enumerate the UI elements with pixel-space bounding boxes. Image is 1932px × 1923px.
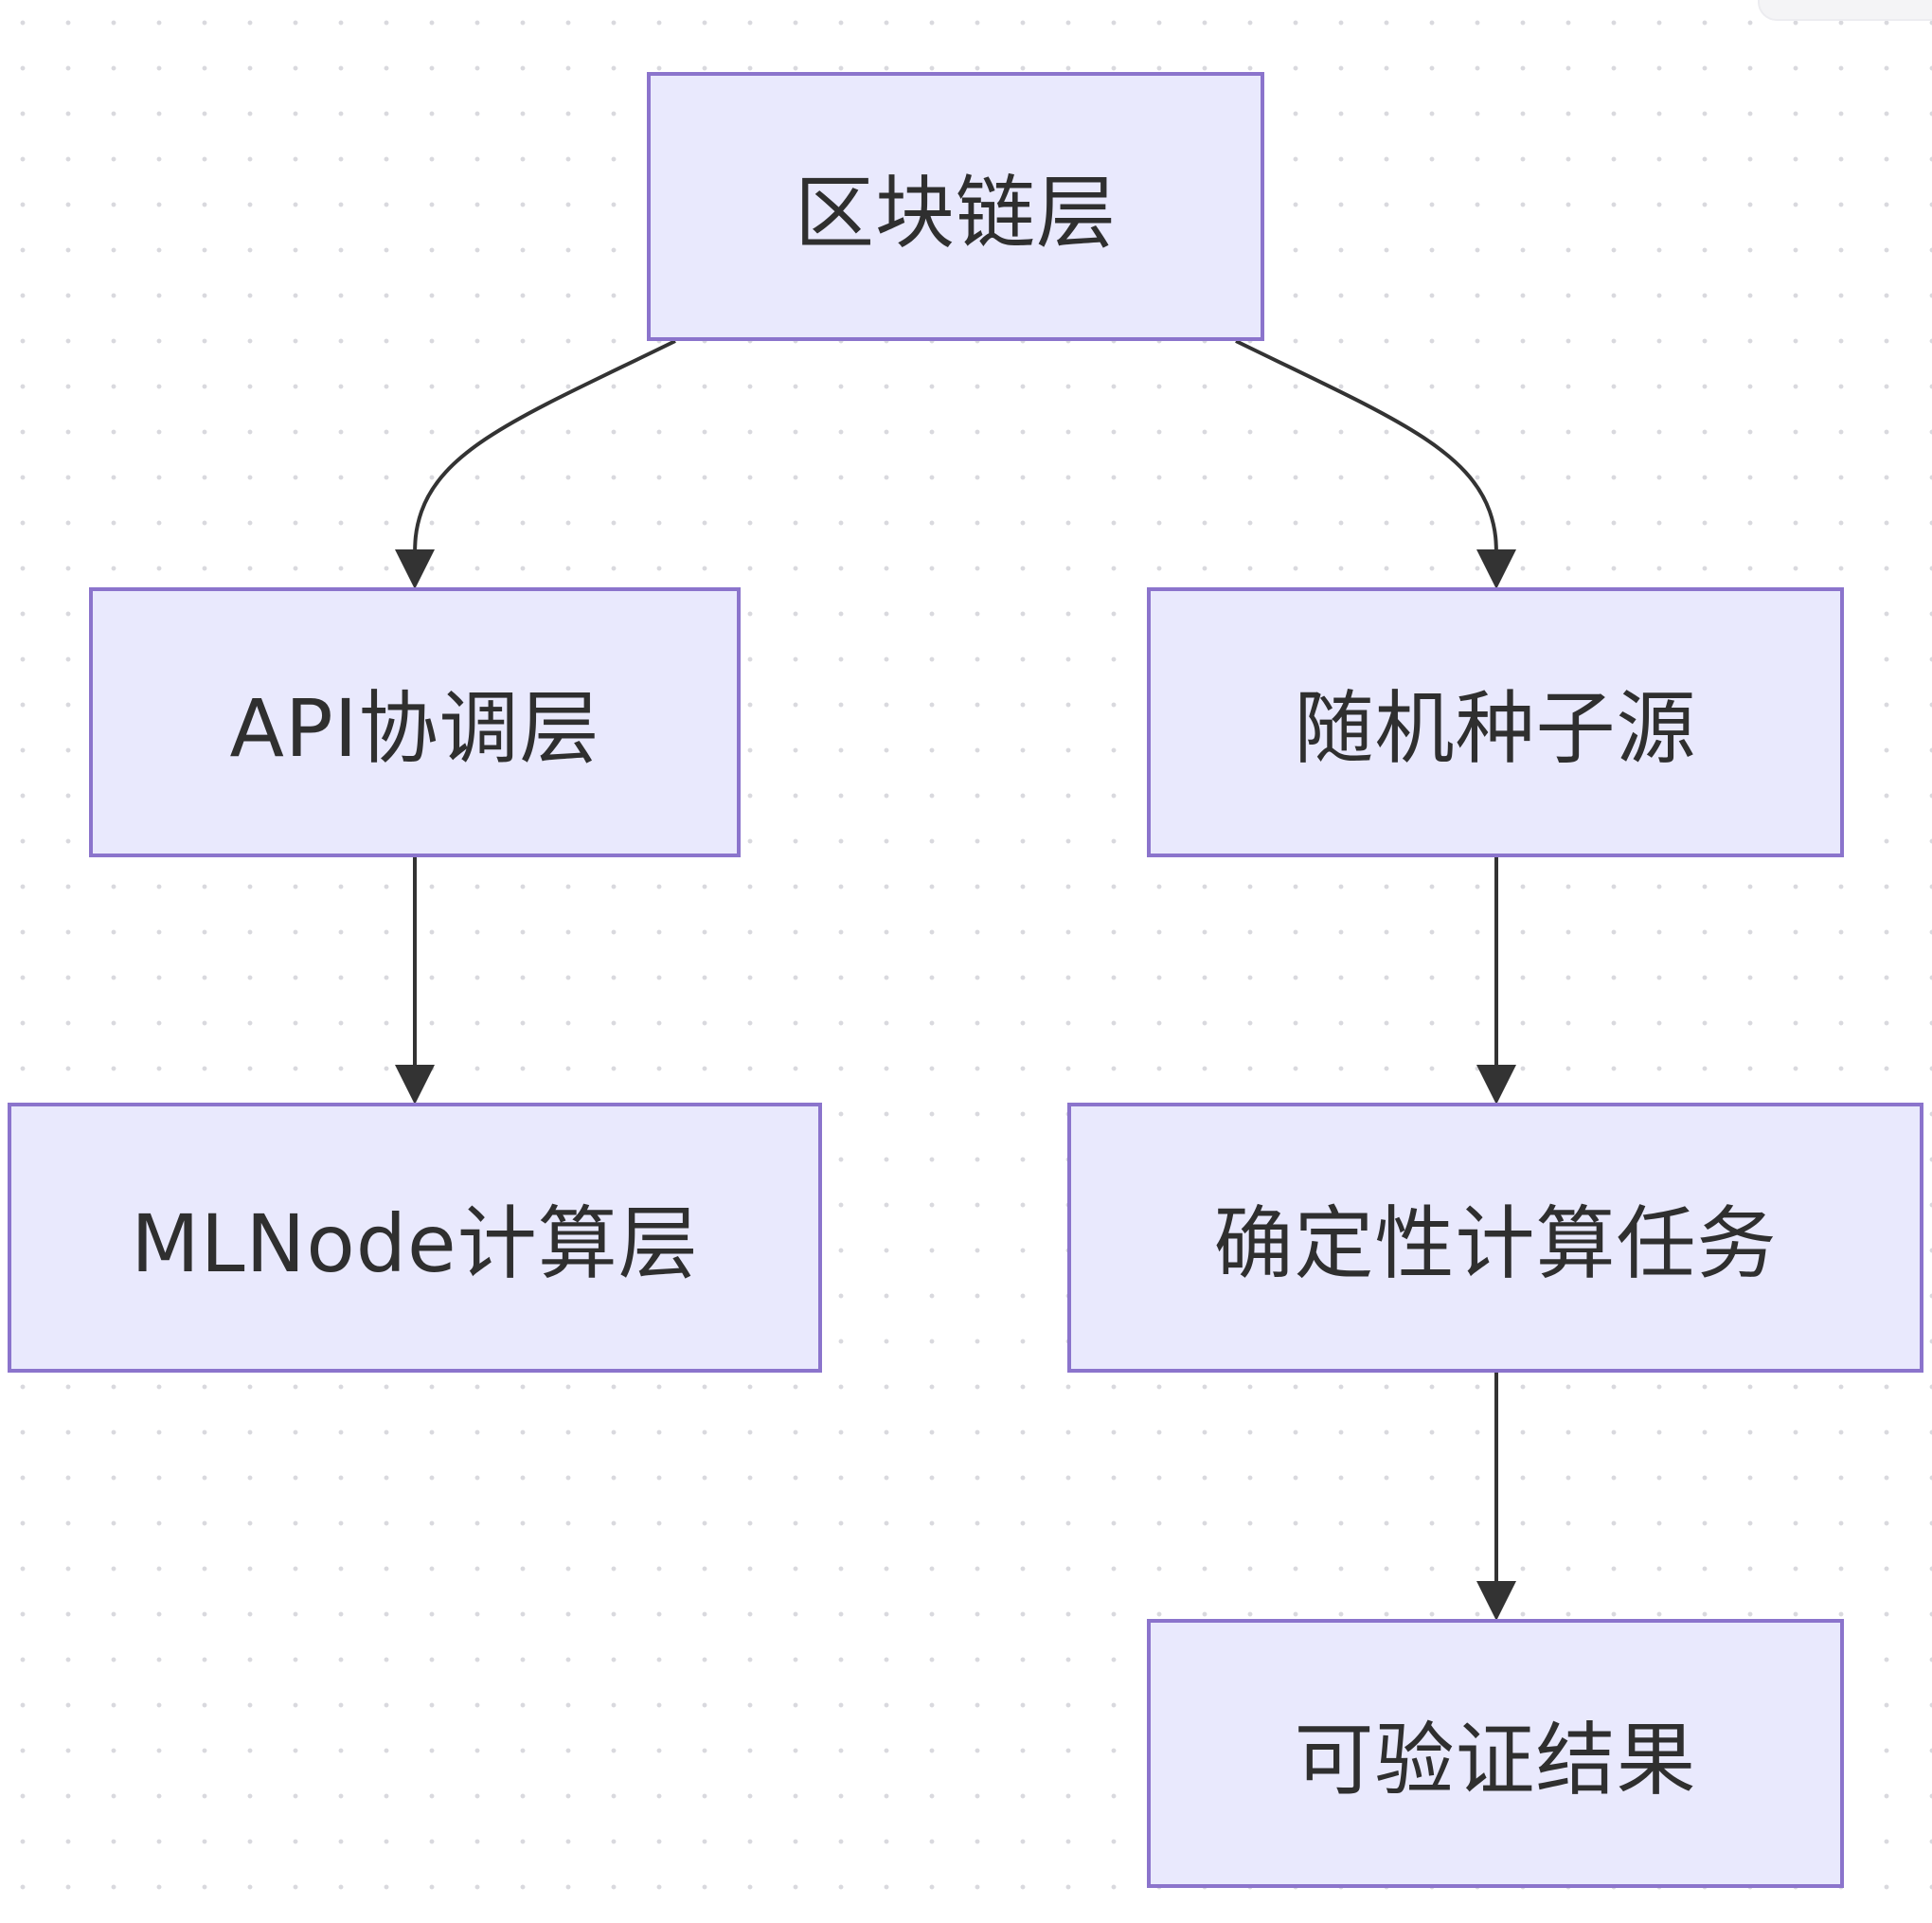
node-blockchain-layer[interactable]: 区块链层 <box>647 72 1264 341</box>
node-verifiable-result[interactable]: 可验证结果 <box>1147 1619 1844 1888</box>
arrowhead-random-seed <box>1476 549 1516 589</box>
arrowhead-api <box>395 549 435 589</box>
node-label: 确定性计算任务 <box>1213 1197 1778 1290</box>
edge-blockchain-to-api <box>413 339 676 560</box>
node-deterministic-compute-task[interactable]: 确定性计算任务 <box>1067 1103 1923 1373</box>
arrowhead-deterministic-task <box>1476 1065 1516 1105</box>
node-api-coordination-layer[interactable]: API协调层 <box>89 587 741 857</box>
arrowhead-mlnode <box>395 1065 435 1105</box>
node-label: MLNode计算层 <box>131 1197 699 1290</box>
node-label: 区块链层 <box>794 166 1117 260</box>
node-label: 可验证结果 <box>1294 1713 1697 1806</box>
arrowhead-verifiable-result <box>1476 1581 1516 1621</box>
node-label: API协调层 <box>229 682 600 775</box>
node-label: 随机种子源 <box>1294 682 1697 775</box>
node-random-seed-source[interactable]: 随机种子源 <box>1147 587 1844 857</box>
edge-blockchain-to-random-seed <box>1235 339 1498 560</box>
node-mlnode-compute-layer[interactable]: MLNode计算层 <box>8 1103 822 1373</box>
